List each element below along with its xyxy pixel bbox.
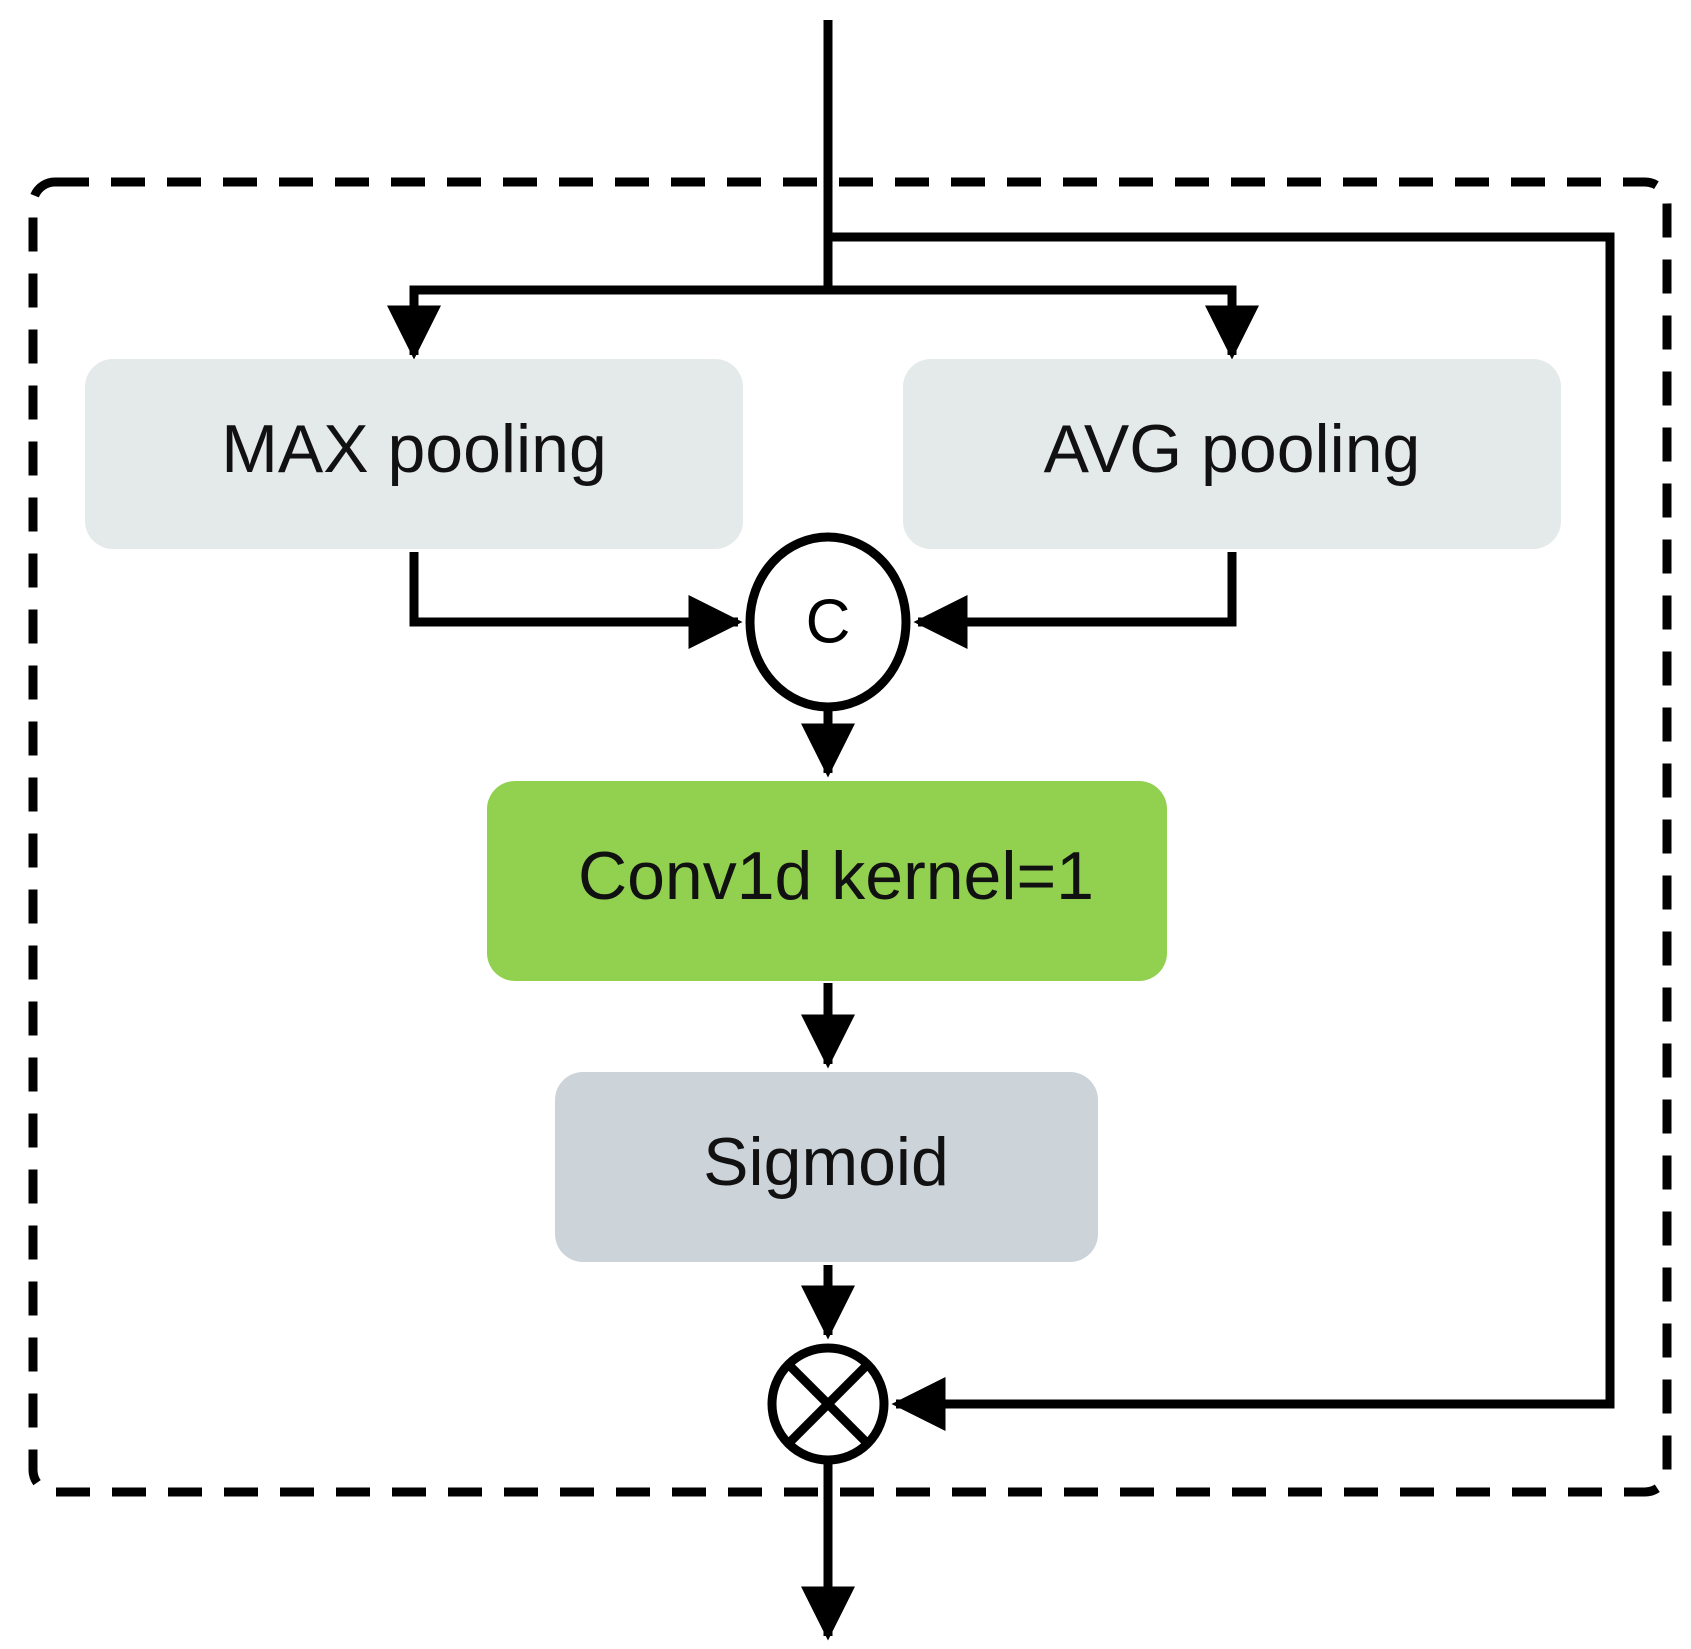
branch-to-max-pooling-arrow: [387, 285, 828, 360]
concat-operator: C: [745, 532, 911, 712]
max-pooling-block: MAX pooling: [85, 359, 743, 549]
max-pooling-to-concat-arrow: [409, 552, 743, 649]
branch-to-avg-pooling-arrow: [828, 285, 1259, 360]
skip-connection-arrow: [828, 232, 1615, 1431]
conv1d-label: Conv1d kernel=1: [578, 838, 1094, 914]
circle-times-icon: [767, 1343, 889, 1465]
sigmoid-label: Sigmoid: [703, 1124, 949, 1200]
conv1d-block: Conv1d kernel=1: [487, 781, 1167, 981]
avg-pooling-to-concat-arrow: [913, 552, 1237, 649]
sigmoid-block: Sigmoid: [555, 1072, 1098, 1262]
concat-label: C: [806, 588, 851, 657]
avg-pooling-label: AVG pooling: [1044, 411, 1421, 487]
avg-pooling-block: AVG pooling: [903, 359, 1561, 549]
module-boundary: [28, 177, 1672, 1497]
max-pooling-label: MAX pooling: [221, 411, 607, 487]
